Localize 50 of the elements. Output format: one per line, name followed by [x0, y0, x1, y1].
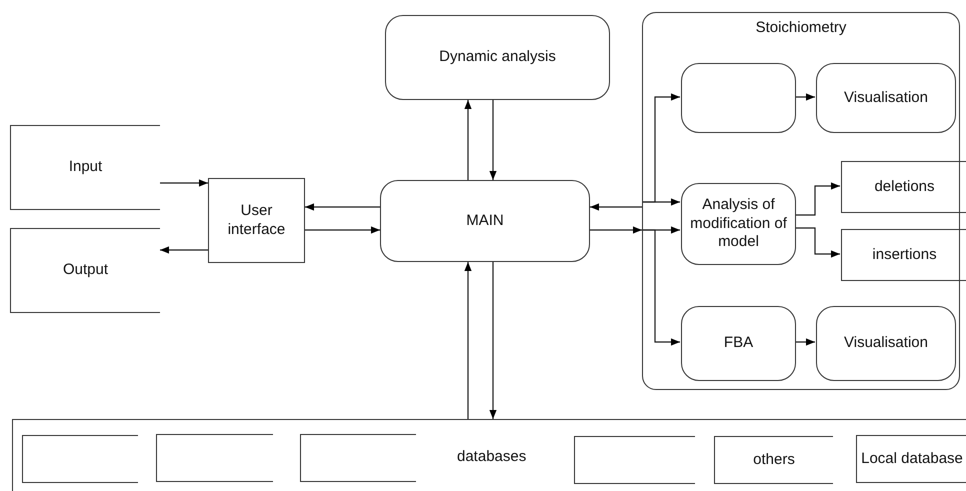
database-box [300, 434, 416, 482]
node-label: Local database [860, 450, 964, 468]
database-box [22, 435, 138, 483]
arrow [642, 229, 680, 346]
node-label: Stoichiometry [754, 19, 848, 38]
arrow [464, 100, 472, 180]
process-box [385, 15, 610, 100]
process-box [681, 306, 796, 381]
node-label: Analysis of modification of model [689, 196, 788, 252]
node-label: insertions [871, 246, 938, 264]
output-box [841, 229, 966, 281]
arrow [489, 262, 497, 419]
output-panel [10, 228, 160, 313]
process-box [208, 178, 305, 263]
database-box [714, 436, 833, 484]
arrow [795, 93, 815, 101]
node-label: MAIN [465, 212, 505, 230]
arrow [795, 227, 840, 258]
arrow [795, 182, 840, 216]
input-panel [10, 125, 160, 210]
arrow [160, 246, 208, 254]
database-box [574, 436, 695, 484]
arrow [642, 198, 680, 206]
process-box [380, 180, 590, 262]
node-label: Input [68, 158, 104, 177]
arrow [160, 179, 208, 187]
node-label: databases [456, 448, 528, 467]
node-label: Visualisation [843, 334, 929, 353]
node-label: Output [62, 261, 110, 280]
arrow [590, 226, 642, 234]
database-box [856, 435, 966, 483]
database-box [156, 434, 273, 482]
node-label: Visualisation [843, 88, 929, 108]
output-box [841, 161, 966, 213]
arrow [305, 203, 380, 211]
database-band [12, 419, 966, 491]
process-box [681, 63, 796, 133]
process-box [816, 63, 956, 133]
node-label: FBA [722, 334, 754, 353]
node-label: others [752, 450, 796, 470]
process-box [816, 306, 956, 381]
arrow [489, 100, 497, 180]
process-box [681, 183, 796, 265]
arrow [795, 338, 815, 346]
node-label: Dynamic analysis [438, 48, 557, 67]
arrow [464, 262, 472, 419]
node-label: User interface [226, 202, 286, 240]
arrow [305, 226, 380, 234]
arrow [590, 203, 642, 211]
node-label: deletions [873, 178, 936, 196]
